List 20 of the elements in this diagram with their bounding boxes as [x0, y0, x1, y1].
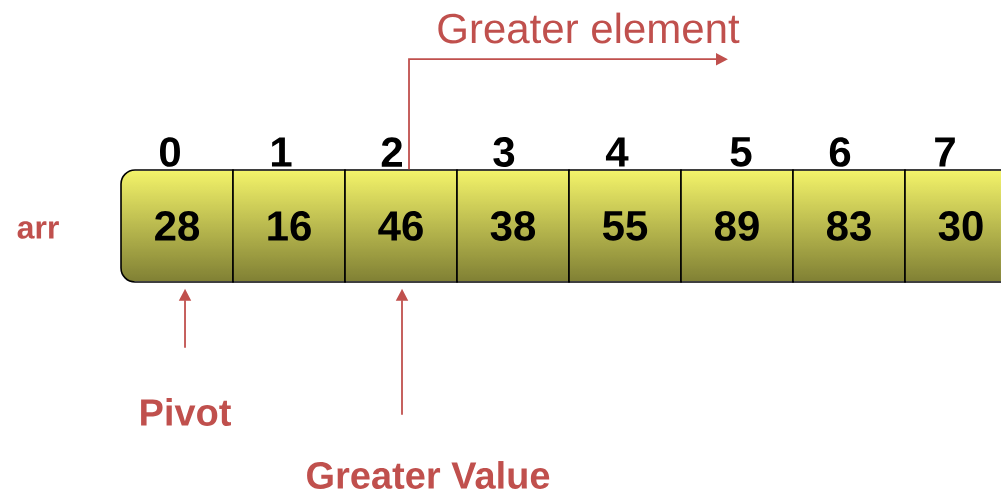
array-cell: 38 [456, 169, 570, 283]
index-label: 5 [730, 137, 752, 167]
index-label: 6 [829, 137, 851, 167]
array-cell: 28 [120, 169, 234, 283]
index-label: 2 [381, 137, 402, 167]
array-cell: 30 [904, 169, 1001, 283]
array-name: arr [17, 221, 59, 239]
array-cell: 83 [792, 169, 906, 283]
edge-label: Greater element [438, 12, 740, 44]
index-label: 3 [493, 137, 515, 167]
index-label: 7 [935, 137, 955, 167]
index-label: 1 [271, 137, 292, 167]
index-label: 4 [605, 137, 629, 167]
pointer-label: Greater Value [307, 461, 550, 489]
array-cell: 46 [344, 169, 458, 283]
array-cell: 89 [680, 169, 794, 283]
array-cell: 16 [232, 169, 346, 283]
array-cell: 55 [568, 169, 682, 283]
pointer-label: Pivot [141, 398, 231, 426]
index-label: 0 [160, 137, 180, 167]
